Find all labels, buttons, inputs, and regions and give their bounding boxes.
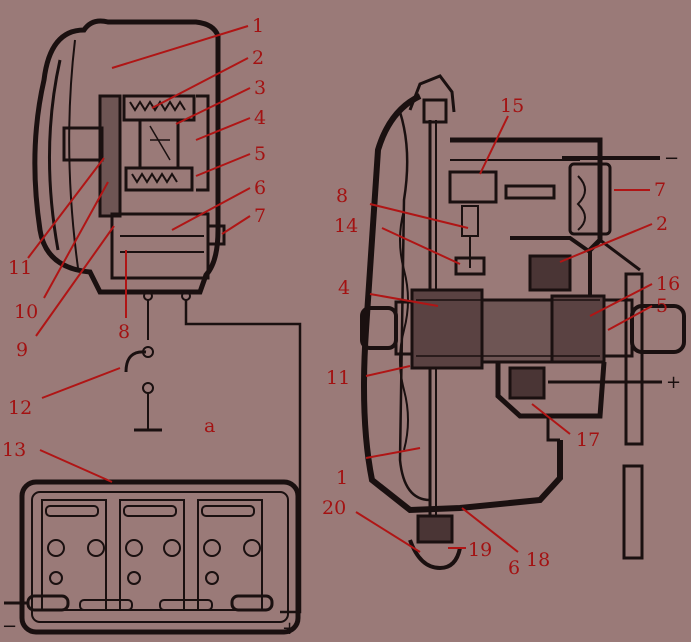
label-6-right: 6 [508,557,520,579]
caption-a: a [204,415,215,437]
label-11-right: 11 [326,367,350,389]
battery-plus: + [282,618,297,639]
label-10: 10 [14,301,38,323]
right-section-drawing [360,74,686,571]
right-minus: − [664,148,679,169]
label-1: 1 [252,15,264,37]
label-7-right: 7 [654,179,666,201]
label-9: 9 [16,339,28,361]
left-labels: 1 2 3 4 5 6 7 8 9 10 11 12 13 a − + [2,15,297,639]
right-plus: + [666,372,681,393]
label-15: 15 [500,95,524,117]
label-7: 7 [254,205,266,227]
label-16: 16 [656,273,680,295]
label-5: 5 [254,143,266,165]
label-12: 12 [8,397,32,419]
label-4-right: 4 [338,277,350,299]
label-6: 6 [254,177,266,199]
label-2-right: 2 [656,213,668,235]
label-20: 20 [322,497,346,519]
label-4: 4 [254,107,266,129]
leader-lines [27,25,653,553]
label-11: 11 [8,257,32,279]
battery-drawing [4,479,301,635]
label-14: 14 [334,215,358,237]
label-3: 3 [254,77,266,99]
label-13: 13 [2,439,26,461]
label-8: 8 [118,321,130,343]
right-labels: 15 7 8 14 2 4 16 5 11 17 1 20 19 6 18 − … [322,95,681,579]
label-1-right: 1 [336,467,348,489]
label-18: 18 [526,549,550,571]
label-8-right: 8 [336,185,348,207]
label-17: 17 [576,429,600,451]
label-2: 2 [252,47,264,69]
label-19: 19 [468,539,492,561]
label-5-right: 5 [656,295,668,317]
battery-minus: − [2,616,17,637]
